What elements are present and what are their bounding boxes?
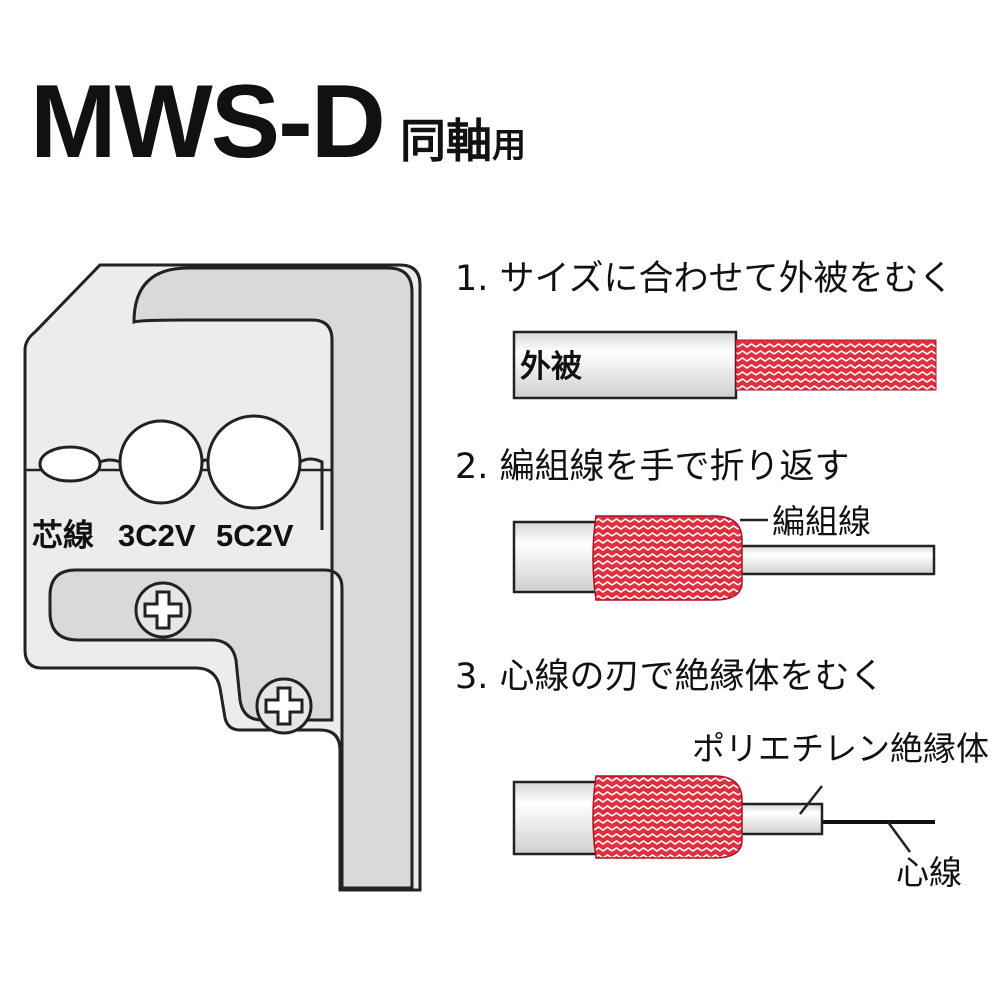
braid-exposed — [735, 339, 937, 391]
hole-label-3c2v: 3C2V — [118, 518, 196, 553]
step2-cable — [512, 515, 936, 601]
step-1-text: 1. サイズに合わせて外被をむく — [455, 259, 954, 299]
phillips-screw-icon — [134, 581, 192, 639]
folded-braid — [592, 515, 743, 601]
insulation-label: ポリエチレン絶縁体 — [692, 729, 989, 768]
tool-slot — [48, 266, 414, 890]
3c2v-hole — [118, 419, 204, 505]
core-wire-label: 心線 — [896, 853, 962, 892]
subtitle-suffix: 用 — [492, 126, 526, 166]
page-subtitle: 同軸用 — [400, 118, 526, 164]
hole-label-core: 芯線 — [32, 518, 94, 553]
page-title: MWS-D — [30, 64, 386, 180]
stripper-tool — [23, 263, 422, 892]
core-wire-hole — [38, 445, 102, 483]
step1-cable — [512, 330, 937, 400]
inner-insulation — [734, 544, 936, 576]
braid-label: 編組線 — [772, 502, 871, 541]
step-3-text: 3. 心線の刃で絶縁体をむく — [455, 657, 885, 697]
5c2v-hole — [206, 414, 302, 510]
polyethylene-insulation — [734, 802, 824, 836]
phillips-screw-icon — [255, 677, 313, 735]
step-2-text: 2. 編組線を手で折り返す — [455, 447, 850, 487]
hole-label-5c2v: 5C2V — [216, 518, 294, 553]
step3-cable — [512, 775, 935, 859]
subtitle-main: 同軸 — [400, 114, 492, 168]
jacket-label: 外被 — [520, 349, 582, 385]
folded-braid — [592, 775, 743, 859]
